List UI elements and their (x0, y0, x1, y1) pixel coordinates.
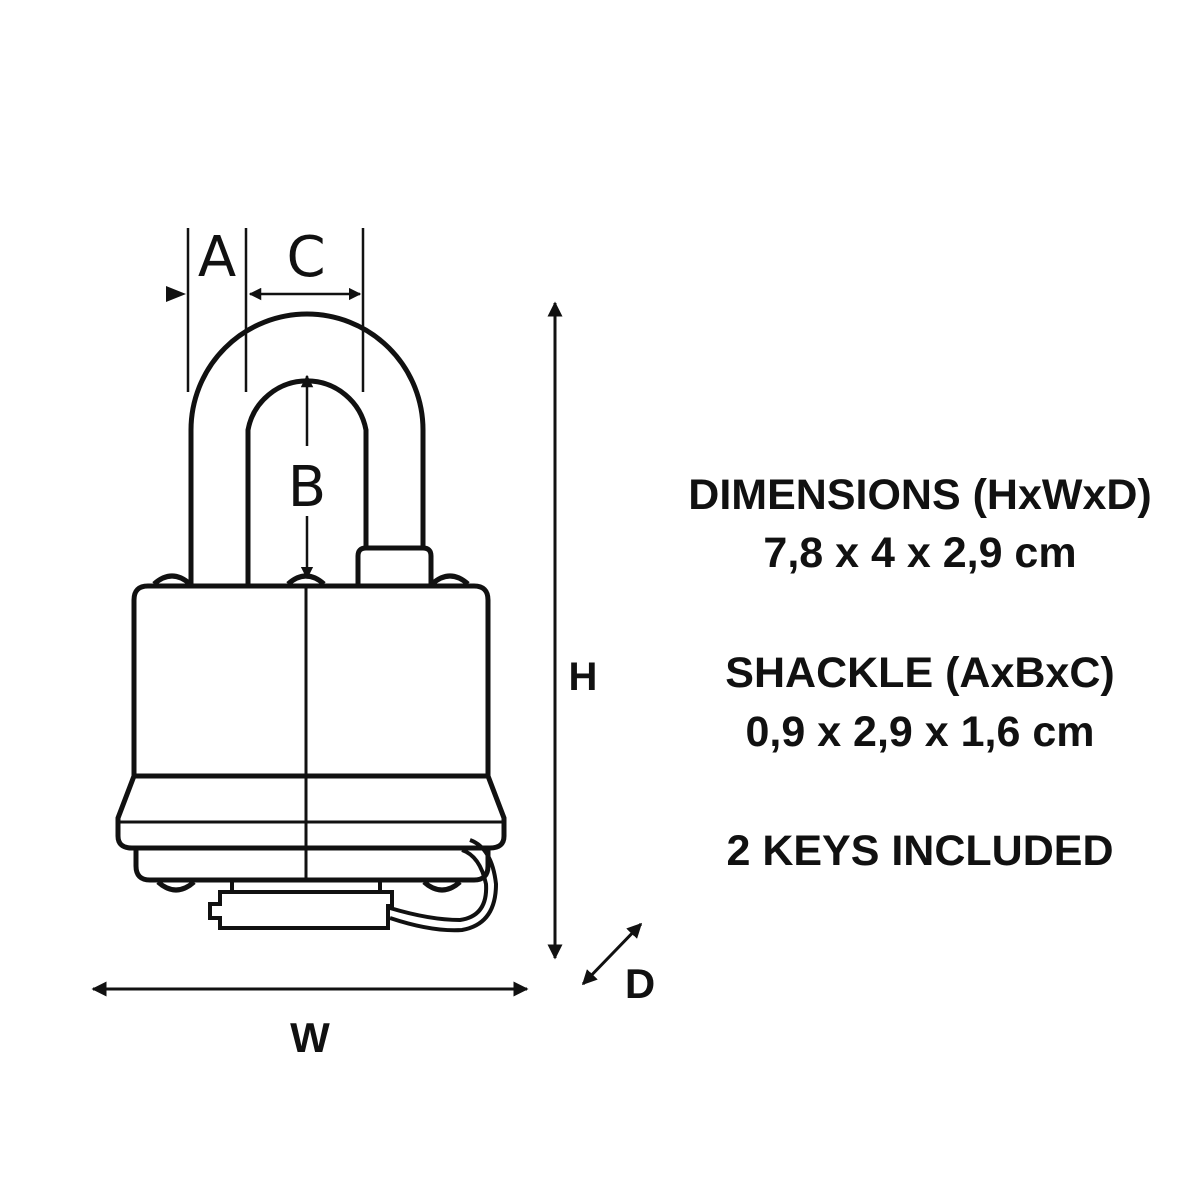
dimension-c (248, 228, 365, 392)
dimensions-value: 7,8 x 4 x 2,9 cm (763, 529, 1077, 577)
depth-arrow (581, 922, 643, 986)
label-c: C (286, 225, 325, 290)
label-b: B (288, 455, 326, 520)
label-h: H (569, 655, 598, 699)
dimensions-heading: DIMENSIONS (HxWxD) (688, 471, 1152, 519)
dimension-a (166, 228, 248, 392)
lock-body-icon (115, 573, 507, 893)
shackle-heading: SHACKLE (AxBxC) (725, 649, 1115, 697)
label-a: A (198, 225, 236, 290)
key-icon (208, 838, 499, 933)
label-d: D (625, 960, 655, 1007)
shackle-value: 0,9 x 2,9 x 1,6 cm (745, 708, 1095, 756)
shackle-icon (188, 311, 434, 584)
label-w: W (290, 1014, 330, 1061)
keys-note: 2 KEYS INCLUDED (726, 827, 1114, 875)
